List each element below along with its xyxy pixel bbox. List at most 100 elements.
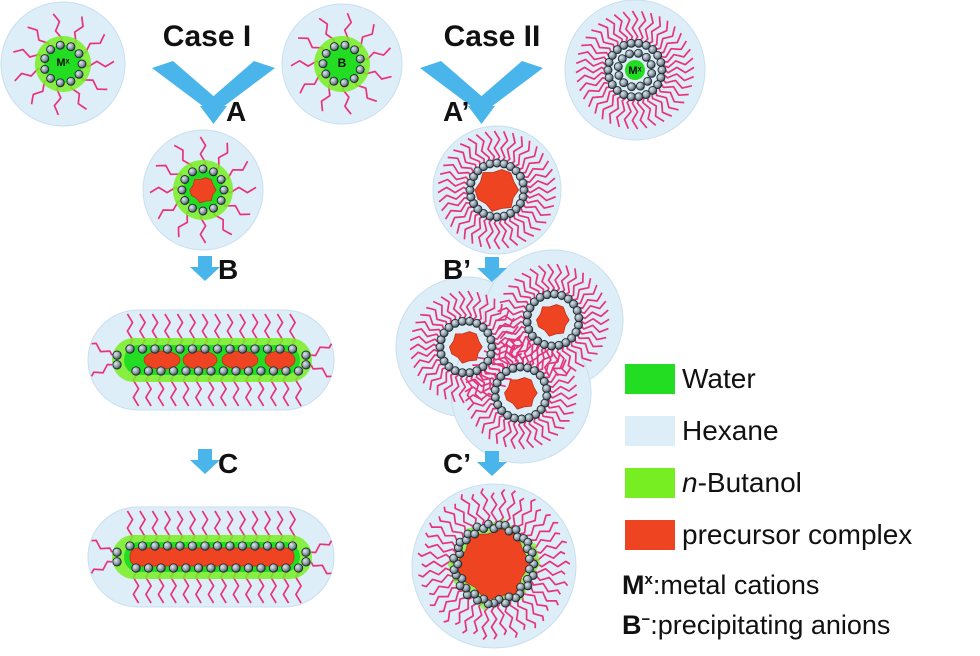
metal-cation-label-case2: Mˣ <box>628 65 642 77</box>
hexane-swatch <box>625 416 675 446</box>
surfactant-head <box>547 341 556 351</box>
surfactant-head <box>281 563 291 573</box>
surfactant-tail <box>525 186 557 194</box>
surfactant-tail <box>636 98 648 129</box>
surfactant-head <box>478 322 488 332</box>
definition-precipitating-anions: B−:precipitating anions <box>622 610 978 648</box>
surfactant-head <box>216 196 226 205</box>
surfactant-tail <box>521 272 540 297</box>
surfactant-head <box>237 344 248 354</box>
surfactant-tail <box>523 336 532 366</box>
surfactant-tail <box>467 137 486 165</box>
surfactant-tail <box>576 333 603 348</box>
surfactant-head <box>46 73 56 83</box>
surfactant-head <box>209 167 218 177</box>
surfactant-tail <box>547 375 576 389</box>
surfactant-tail <box>582 81 610 100</box>
surfactant-head <box>301 547 311 557</box>
surfactant-head <box>508 363 518 373</box>
definition-metal-cations: Mx:metal cations <box>622 570 978 608</box>
surfactant-head <box>256 366 266 376</box>
surfactant-head <box>483 356 493 366</box>
surfactant-head <box>150 541 160 551</box>
surfactant-head <box>156 563 166 573</box>
surfactant-tail <box>499 325 527 340</box>
surfactant-tail <box>503 331 529 348</box>
surfactant-tail <box>541 411 565 430</box>
surfactant-head <box>483 519 493 529</box>
surfactant-tail <box>409 343 439 351</box>
surfactant-head <box>137 541 148 551</box>
surfactant-tail <box>657 86 685 104</box>
surfactant-head <box>542 391 552 401</box>
surfactant-tail <box>470 403 496 419</box>
surfactant-tail <box>465 290 474 320</box>
surfactant-head <box>198 164 208 174</box>
surfactant-tail <box>432 300 452 324</box>
surfactant-head <box>435 342 445 352</box>
surfactant-tail <box>459 143 481 167</box>
surfactant-tail <box>475 407 498 427</box>
surfactant-head <box>40 54 50 64</box>
surfactant-head <box>187 344 198 354</box>
surfactant-head <box>150 344 160 354</box>
surfactant-tail <box>647 16 662 45</box>
surfactant-head <box>131 366 141 376</box>
surfactant-tail <box>449 292 462 321</box>
surfactant-tail <box>91 342 113 356</box>
surfactant-tail <box>508 215 527 243</box>
precursor-blob <box>264 350 296 370</box>
surfactant-head <box>641 90 651 100</box>
surfactant-head <box>262 344 273 354</box>
surfactant-head <box>180 175 190 184</box>
surfactant-tail <box>554 263 563 293</box>
surfactant-tail <box>572 278 592 301</box>
surfactant-head <box>457 316 467 326</box>
surfactant-head <box>340 40 350 50</box>
surfactant-head <box>40 64 50 74</box>
surfactant-head <box>175 344 185 354</box>
step-a-label: A <box>226 96 246 127</box>
surfactant-tail <box>485 218 494 250</box>
surfactant-head <box>206 366 216 376</box>
merge-arrow-case1 <box>152 61 275 124</box>
surfactant-head <box>250 541 260 551</box>
legend-item-precursor: precursor complex <box>622 516 978 568</box>
surfactant-tail <box>421 574 453 588</box>
surfactant-tail <box>438 589 464 613</box>
surfactant-head <box>180 196 190 205</box>
surfactant-tail <box>547 398 577 408</box>
surfactant-tail <box>484 131 496 162</box>
surfactant-tail <box>310 343 333 357</box>
surfactant-tail <box>438 191 469 203</box>
surfactant-tail <box>638 10 647 42</box>
surfactant-tail <box>439 171 471 182</box>
surfactant-tail <box>490 606 498 640</box>
metal-symbol-sup: x <box>644 571 653 588</box>
surfactant-head <box>209 203 218 213</box>
surfactant-head <box>268 563 279 573</box>
surfactant-head <box>515 362 525 372</box>
surfactant-head <box>231 366 241 376</box>
surfactant-head <box>321 69 331 79</box>
surfactant-head <box>470 589 480 599</box>
surfactant-tail <box>577 292 603 309</box>
surfactant-tail <box>491 355 521 366</box>
surfactant-head <box>550 289 559 299</box>
surfactant-head <box>657 65 667 75</box>
metal-symbol: Mx <box>622 570 653 600</box>
legend-item-hexane: Hexane <box>622 412 978 464</box>
surfactant-tail <box>548 392 578 400</box>
surfactant-head <box>349 74 359 83</box>
surfactant-head <box>634 92 644 102</box>
surfactant-tail <box>514 278 536 299</box>
step-a-prime-label: A’ <box>443 96 469 127</box>
surfactant-tail <box>90 363 113 377</box>
surfactant-tail <box>413 354 440 369</box>
surfactant-tail <box>660 82 689 97</box>
surfactant-tail <box>654 90 679 111</box>
surfactant-tail <box>465 378 495 388</box>
surfactant-tail <box>613 14 629 43</box>
surfactant-tail <box>580 309 609 320</box>
surfactant-head <box>168 366 179 376</box>
